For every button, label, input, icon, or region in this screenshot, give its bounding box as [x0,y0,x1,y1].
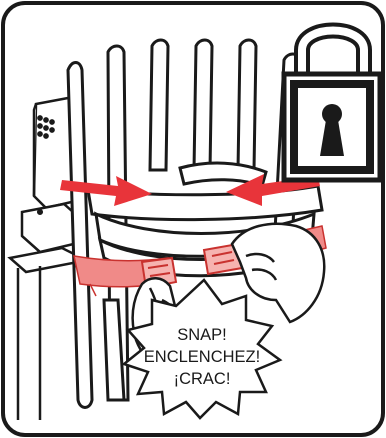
callout-line-3: ¡CRAC! [174,370,231,388]
callout-line-2: ENCLENCHEZ! [144,348,260,366]
callout-line-1: SNAP! [177,326,227,344]
